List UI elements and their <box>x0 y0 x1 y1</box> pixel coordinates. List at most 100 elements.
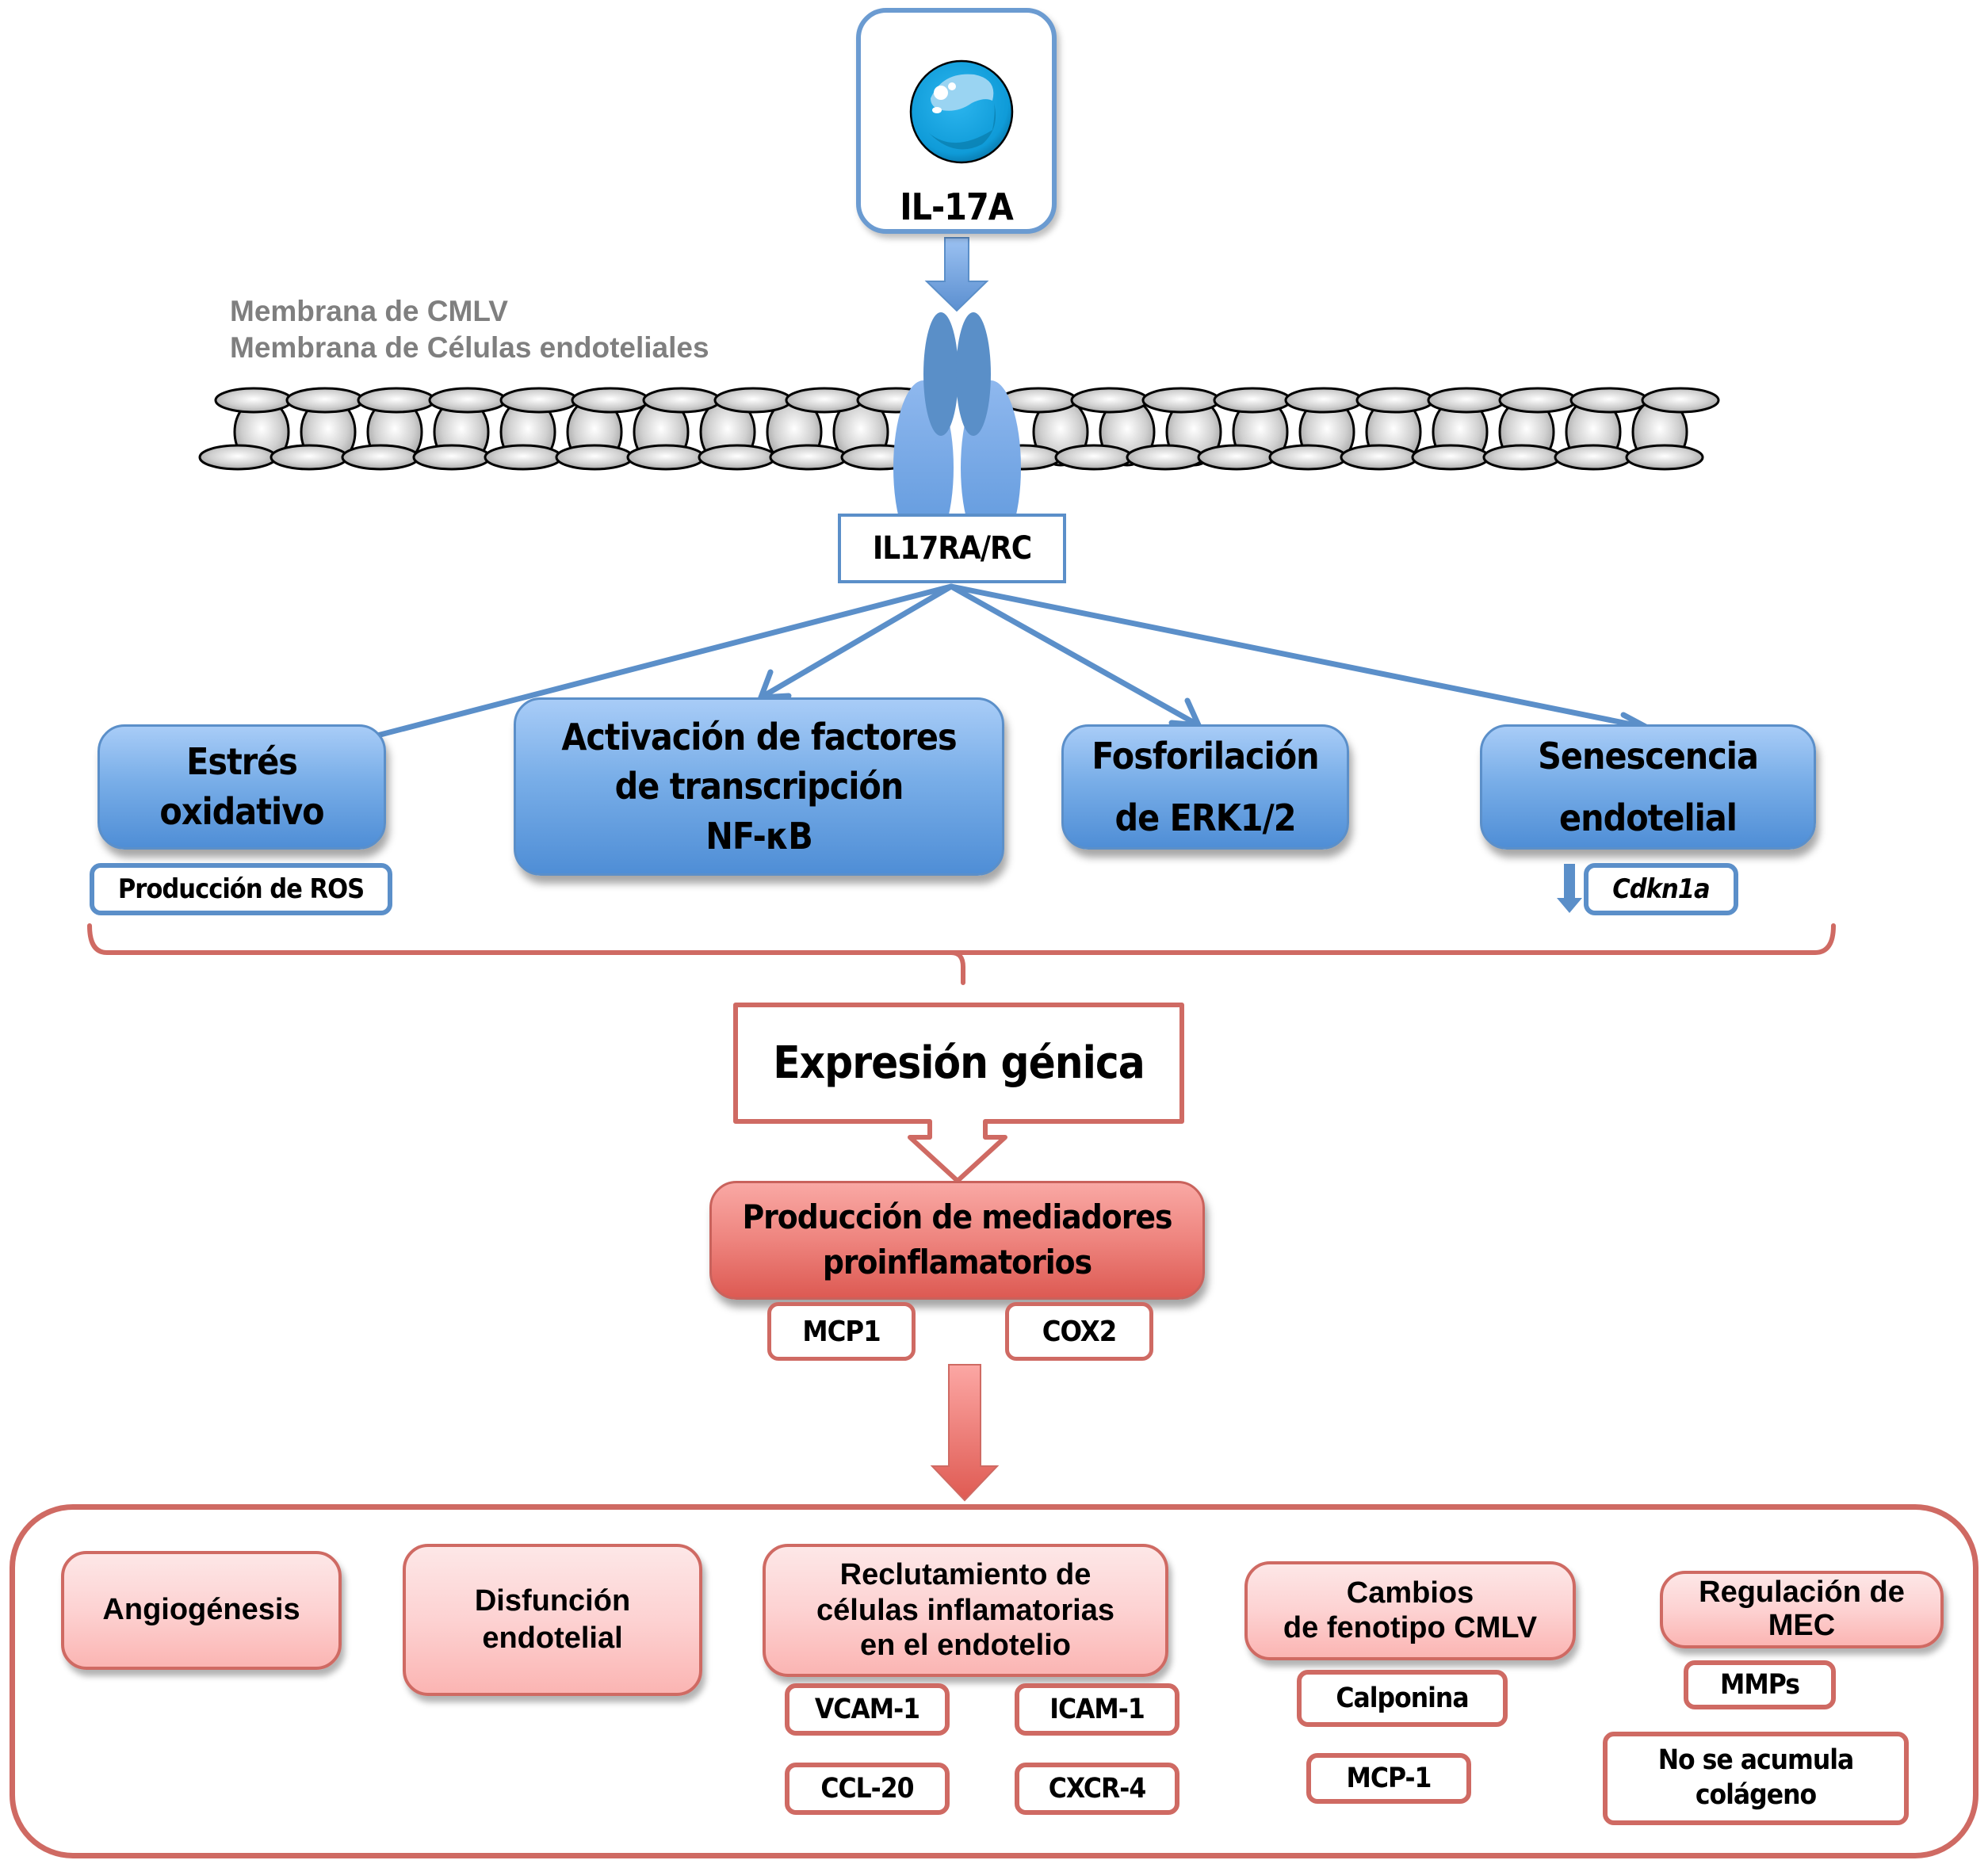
marker-icam1: ICAM-1 <box>1015 1683 1179 1736</box>
lipid-shape <box>1355 387 1435 414</box>
pathway-label-line: Fosforilación <box>1091 734 1319 777</box>
outcome-label-line: Disfunción <box>474 1583 631 1618</box>
lipid-shape <box>1284 387 1363 414</box>
mediator-cox2-box: COX2 <box>1005 1302 1153 1361</box>
lipid-shape <box>1554 444 1633 471</box>
lipid-shape <box>1268 444 1348 471</box>
lipid-shape <box>270 444 349 471</box>
mediator-label: COX2 <box>1042 1315 1118 1348</box>
lipid-shape <box>1569 387 1649 414</box>
pathway-label-line: de transcripción <box>614 765 904 808</box>
pathway-label-line: endotelial <box>1559 796 1738 839</box>
cdkn1a-down-arrow-icon <box>1557 864 1582 913</box>
lipid-shape <box>428 387 507 414</box>
lipid-shape <box>785 387 864 414</box>
receptor-label-box: IL17RA/RC <box>838 514 1066 583</box>
pathway-label-line: oxidativo <box>159 790 324 833</box>
cdkn1a-label: Cdkn1a <box>1612 873 1710 905</box>
pathway-oxidative-stress: Estrés oxidativo <box>97 724 386 850</box>
lipid-shape <box>357 387 436 414</box>
lipid-shape <box>1340 444 1419 471</box>
lipid-shape <box>1625 444 1704 471</box>
outcome-label-line: Cambios <box>1346 1576 1474 1610</box>
lipid-shape <box>626 444 705 471</box>
lipid-shape <box>1054 444 1134 471</box>
lipid-shape <box>1213 387 1292 414</box>
lipid-shape <box>412 444 491 471</box>
pathway-nfkb-activation: Activación de factores de transcripción … <box>514 697 1004 876</box>
lipid-shape <box>1641 387 1720 414</box>
lipid-shape <box>713 387 793 414</box>
lipid-shape <box>555 444 634 471</box>
lipid-shape <box>1070 387 1149 414</box>
outcome-label-line: de fenotipo CMLV <box>1283 1610 1538 1644</box>
mediators-label-line: proinflamatorios <box>822 1243 1092 1282</box>
outcome-ecm-regulation: Regulación de MEC <box>1660 1571 1944 1648</box>
lipid-shape <box>499 387 579 414</box>
outcome-label-line: células inflamatorias <box>816 1593 1114 1627</box>
lipid-shape <box>1482 444 1562 471</box>
marker-calponina: Calponina <box>1297 1670 1508 1727</box>
marker-label: MMPs <box>1720 1669 1800 1701</box>
pathway-label-line: de ERK1/2 <box>1114 796 1296 839</box>
marker-label: MCP-1 <box>1346 1763 1432 1794</box>
lipid-shape <box>1141 387 1221 414</box>
mediator-label: MCP1 <box>802 1315 881 1348</box>
lipid-shape <box>484 444 563 471</box>
lipid-shape <box>1498 387 1577 414</box>
pathway-label-line: Activación de factores <box>561 716 957 759</box>
lipid-shape <box>1411 444 1490 471</box>
ros-label: Producción de ROS <box>117 873 365 905</box>
bracket <box>87 923 1836 985</box>
marker-vcam1: VCAM-1 <box>785 1683 950 1736</box>
lipid-shape <box>571 387 650 414</box>
lipid-shape <box>198 444 277 471</box>
ecm-note-line: colágeno <box>1695 1779 1817 1811</box>
sphere-icon <box>909 59 1014 164</box>
membrane-label-cmlv: Membrana de CMLV <box>230 295 508 327</box>
outcome-arrow <box>930 1364 1000 1502</box>
lipid-shape <box>1427 387 1506 414</box>
pathway-label-line: Estrés <box>186 740 298 784</box>
outcome-label-line: MEC <box>1768 1609 1836 1642</box>
pathway-label-line: NF-κB <box>705 814 813 858</box>
marker-label: Calponina <box>1336 1683 1469 1714</box>
pathway-label-line: Senescencia <box>1538 734 1759 777</box>
outcome-label-line: Angiogénesis <box>102 1593 300 1627</box>
outcome-endothelial-dysfunction: Disfunción endotelial <box>403 1544 702 1696</box>
lipid-shape <box>214 387 293 414</box>
lipid-shape <box>285 387 365 414</box>
marker-label: CCL-20 <box>820 1773 914 1805</box>
marker-cxcr4: CXCR-4 <box>1015 1763 1179 1815</box>
pathway-erk-phosphorylation: Fosforilación de ERK1/2 <box>1061 724 1349 850</box>
marker-label: VCAM-1 <box>814 1694 920 1725</box>
outcome-label-line: Reclutamiento de <box>839 1557 1091 1591</box>
marker-label: CXCR-4 <box>1048 1773 1146 1805</box>
outcome-label-line: endotelial <box>482 1621 623 1655</box>
il17a-ligand-box: IL-17A <box>856 8 1057 234</box>
ligand-binding-arrow <box>924 237 989 312</box>
gene-expression-callout <box>733 1003 1184 1183</box>
lipid-shape <box>1197 444 1276 471</box>
ligand-label: IL-17A <box>900 185 1014 228</box>
lipid-shape <box>642 387 721 414</box>
lipid-shape <box>341 444 420 471</box>
outcome-label-line: Regulación de <box>1699 1576 1905 1610</box>
lipid-shape <box>698 444 777 471</box>
receptor-icon <box>893 312 1021 555</box>
membrane-label-endothelial: Membrana de Células endoteliales <box>230 331 709 364</box>
marker-label: ICAM-1 <box>1049 1694 1145 1725</box>
outcome-label-line: en el endotelio <box>859 1629 1072 1663</box>
receptor-label: IL17RA/RC <box>872 530 1032 567</box>
marker-mmps: MMPs <box>1684 1660 1836 1709</box>
mediator-mcp1-box: MCP1 <box>767 1302 916 1361</box>
marker-ccl20: CCL-20 <box>785 1763 950 1815</box>
outcome-inflammatory-recruitment: Reclutamiento de células inflamatorias e… <box>763 1544 1168 1677</box>
outcome-angiogenesis: Angiogénesis <box>61 1551 342 1670</box>
lipid-shape <box>1126 444 1205 471</box>
proinflammatory-mediators-box: Producción de mediadores proinflamatorio… <box>709 1181 1205 1300</box>
marker-mcp1: MCP-1 <box>1306 1753 1471 1804</box>
cdkn1a-box: Cdkn1a <box>1584 863 1738 915</box>
gene-expression-label: Expresión génica <box>773 1037 1145 1089</box>
